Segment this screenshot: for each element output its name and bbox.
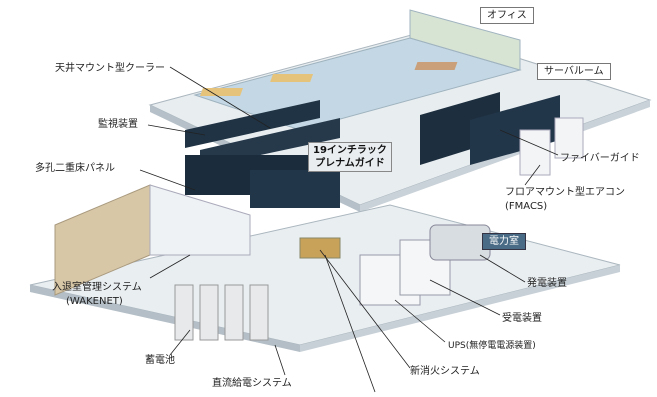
leader-line — [499, 129, 559, 156]
server-rack-row — [470, 95, 560, 165]
fire-extinguish-label: 新消火システム — [410, 366, 480, 377]
fmac-unit — [554, 117, 584, 159]
leader-line — [429, 279, 501, 316]
server-rack-row — [185, 100, 320, 148]
leader-line — [169, 66, 271, 129]
leader-line — [524, 164, 541, 186]
fire-cylinder — [299, 237, 341, 259]
power-room-area-label: 電力室 — [482, 233, 526, 250]
leader-line — [169, 329, 191, 356]
server-rack-block — [250, 170, 340, 208]
fmac-unit — [519, 129, 551, 176]
office-desk — [200, 88, 243, 96]
access-mgmt-label-line1: 入退室管理システム — [52, 282, 142, 293]
leader-line — [147, 124, 206, 136]
battery-rack — [224, 284, 244, 341]
fmacs-label-line1: フロアマウント型エアコン — [505, 187, 625, 198]
perforated-floor-label: 多孔二重床パネル — [35, 163, 115, 174]
server-rack-row — [420, 92, 500, 165]
rack-plenum-guide-label: 19インチラック プレナムガイド — [308, 142, 392, 172]
fiber-guide-label: ファイバーガイド — [560, 153, 640, 164]
leader-line — [149, 254, 191, 279]
office-wall — [409, 9, 521, 71]
battery-rack — [174, 284, 194, 341]
office-desk — [414, 62, 458, 70]
battery-label: 蓄電池 — [145, 355, 175, 366]
battery-rack — [199, 284, 219, 341]
monitoring-label: 監視装置 — [98, 119, 138, 130]
server-room-area-label: サーバルーム — [537, 63, 611, 80]
leader-line — [324, 254, 376, 393]
generator-label: 発電装置 — [527, 278, 567, 289]
access-mgmt-label-line2: (WAKENET) — [66, 296, 123, 307]
battery-rack — [249, 284, 269, 341]
access-control-room — [149, 184, 251, 256]
leader-line — [319, 249, 411, 369]
leader-line — [274, 344, 286, 376]
leader-line — [479, 254, 526, 283]
leader-line — [394, 299, 446, 343]
rack-guide-line2: プレナムガイド — [315, 158, 385, 169]
office-area-label: オフィス — [480, 7, 534, 24]
fmacs-label-line2: (FMACS) — [505, 201, 548, 212]
office-desk — [270, 74, 314, 82]
substation-label: 受電装置 — [502, 313, 542, 324]
ups-label: UPS(無停電電源装置) — [448, 341, 536, 351]
rack-guide-line1: 19インチラック — [313, 145, 387, 156]
ceiling-cooler-label: 天井マウント型クーラー — [55, 63, 165, 74]
generator-body — [429, 224, 491, 261]
leader-line — [139, 169, 196, 191]
lower-floor-edge-right — [300, 265, 620, 352]
dc-power-label: 直流給電システム — [212, 378, 292, 389]
